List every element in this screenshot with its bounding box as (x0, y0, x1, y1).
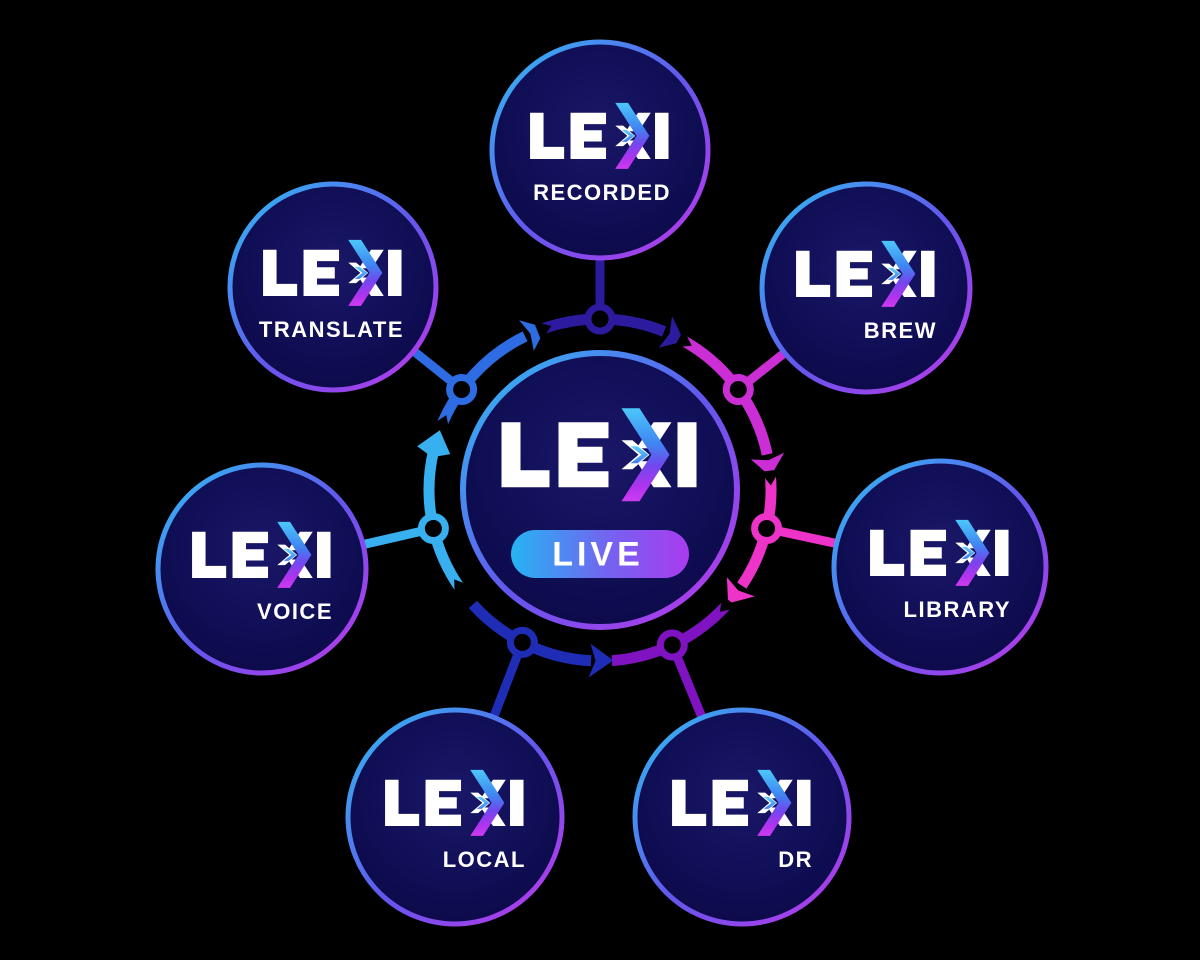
tail-notch (431, 415, 450, 433)
node-bottom-right (656, 629, 688, 661)
node-top (584, 303, 616, 335)
satellite-label: LOCAL (443, 847, 526, 872)
node-left (417, 513, 449, 544)
tail-notch (674, 329, 692, 348)
node-right (751, 513, 783, 544)
tail-notch (533, 321, 552, 341)
satellite-library: LIBRARY (831, 458, 1049, 676)
flow-arrow-icon (417, 430, 451, 458)
satellite-local: LOCAL (345, 707, 565, 927)
tail-notch (719, 594, 738, 612)
node-top-right (722, 374, 754, 405)
node-top-left (446, 374, 478, 405)
satellite-label: BREW (864, 318, 937, 343)
flow-arrow-icon (588, 643, 614, 678)
satellite-translate: TRANSLATE (227, 181, 439, 393)
satellite-brew: BREW (759, 181, 973, 395)
flow-arrow-icon (750, 452, 785, 477)
satellite-recorded: RECORDED (489, 39, 711, 261)
satellite-voice: VOICE (155, 462, 369, 676)
live-badge-label: LIVE (552, 536, 644, 574)
center-bubble-live: LIVE (460, 350, 740, 630)
flow-arrow-icon (726, 577, 755, 604)
satellite-label: LIBRARY (904, 597, 1011, 622)
tail-notch (760, 469, 780, 486)
satellite-label: TRANSLATE (259, 317, 404, 342)
satellite-label: RECORDED (533, 180, 671, 205)
satellite-label: DR (778, 847, 813, 872)
ring-arc-top-left (435, 331, 528, 430)
satellite-label: VOICE (257, 599, 333, 624)
ring-tail-notches (431, 321, 780, 612)
node-bottom-left (506, 626, 538, 658)
bubble-circle (460, 350, 740, 630)
flow-arrow-icon (658, 316, 685, 348)
satellite-dr: DR (632, 707, 852, 927)
connector-nodes (417, 303, 783, 661)
tail-notch (454, 579, 471, 598)
live-badge (511, 530, 689, 578)
